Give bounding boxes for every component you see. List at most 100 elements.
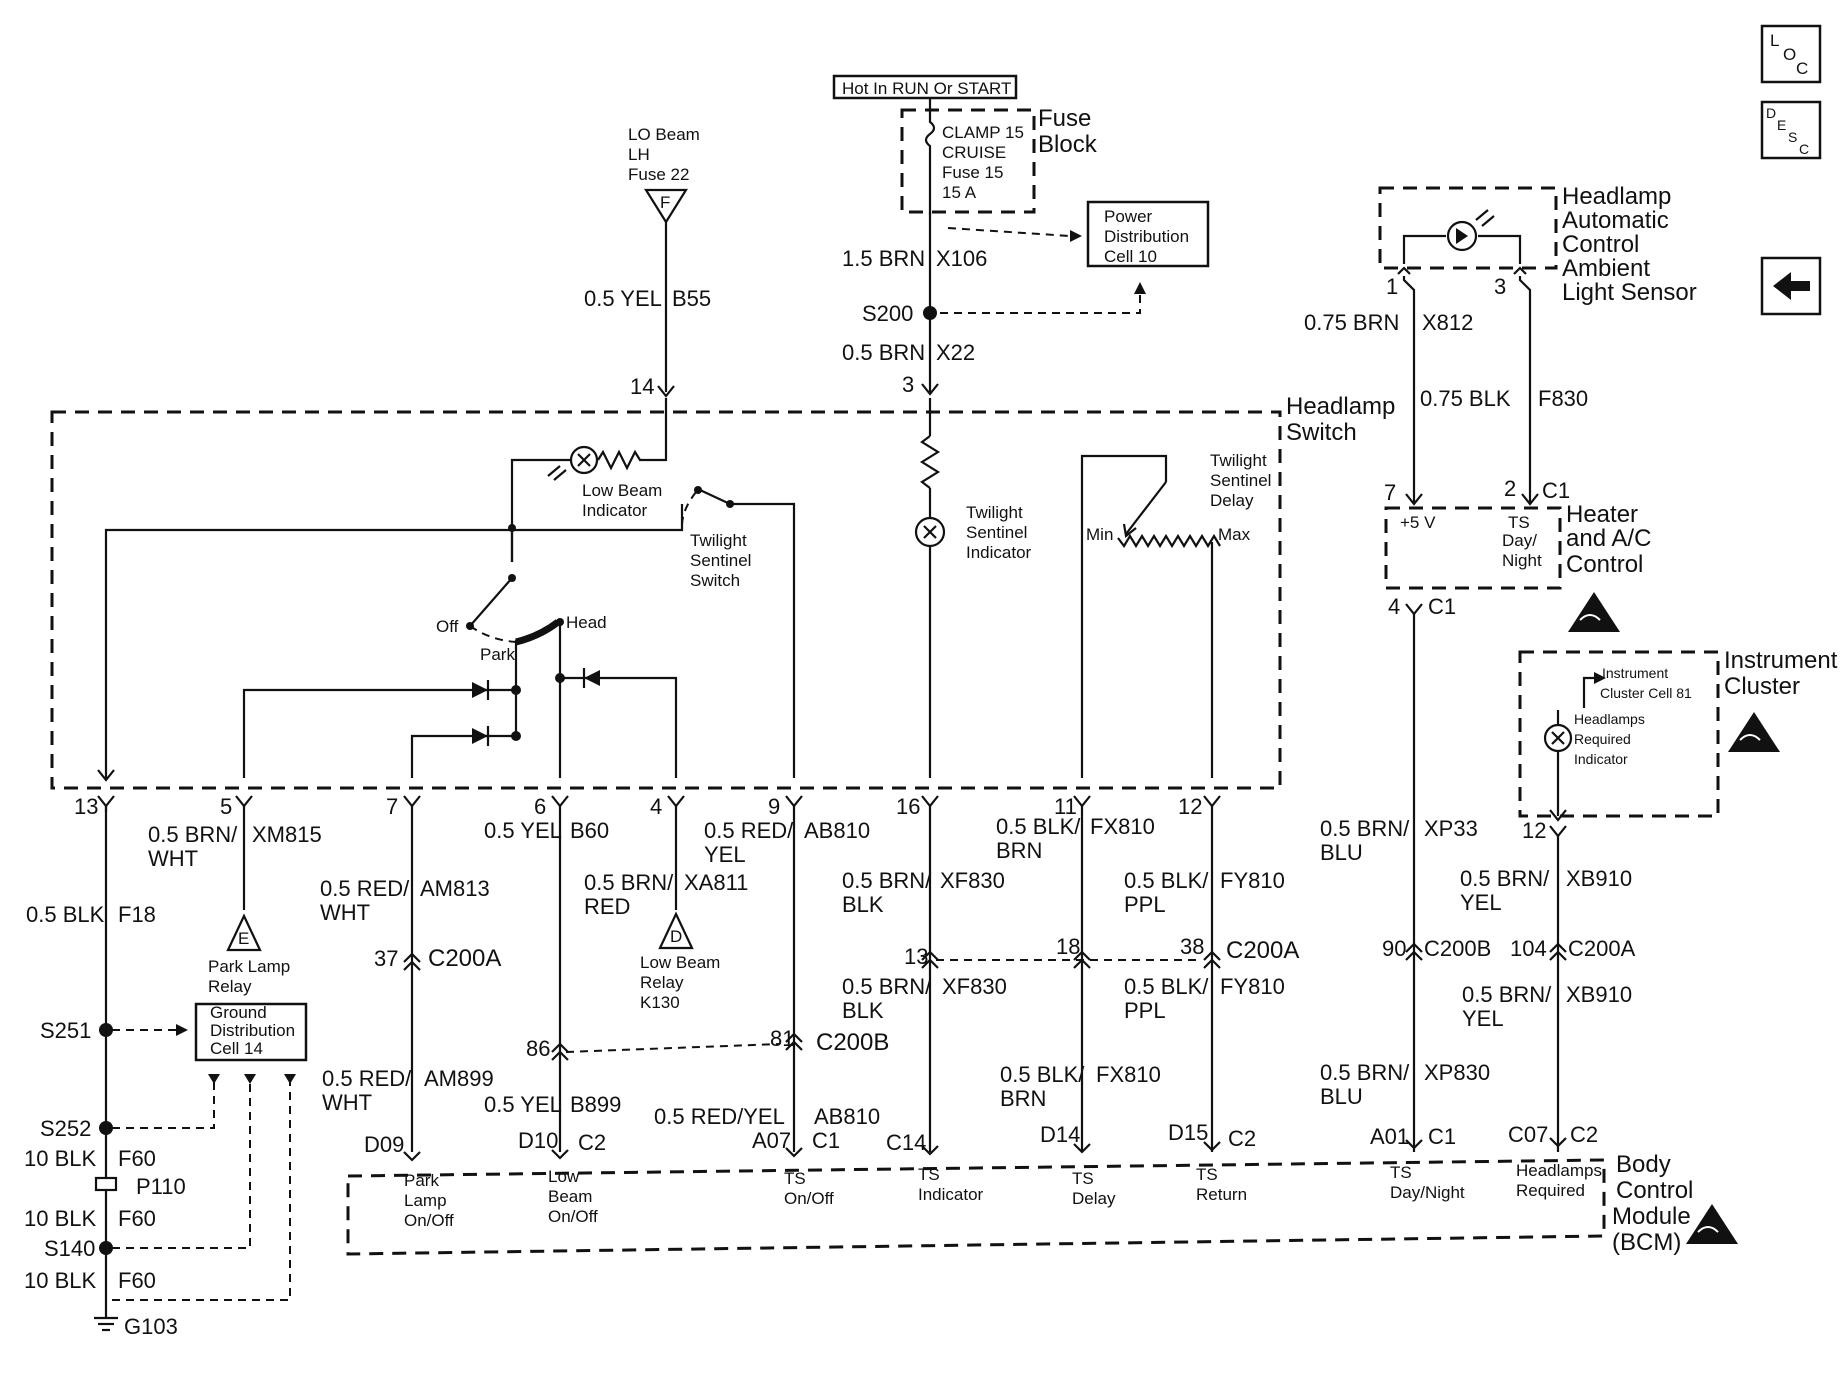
svg-text:BLK: BLK — [842, 892, 884, 917]
svg-text:TS: TS — [1072, 1169, 1094, 1188]
headlamp-switch-title: Headlamp — [1286, 393, 1395, 420]
svg-text:86: 86 — [526, 1036, 550, 1061]
svg-text:0.5 RED/: 0.5 RED/ — [320, 876, 410, 901]
svg-text:Relay: Relay — [208, 977, 252, 996]
svg-text:1.5 BRN: 1.5 BRN — [842, 246, 925, 271]
svg-text:F830: F830 — [1538, 386, 1588, 411]
svg-text:L: L — [1770, 31, 1779, 50]
svg-text:1: 1 — [1386, 274, 1398, 299]
svg-text:C: C — [1796, 59, 1808, 78]
svg-text:CRUISE: CRUISE — [942, 143, 1006, 162]
svg-text:15 A: 15 A — [942, 183, 977, 202]
svg-text:Cell 10: Cell 10 — [1104, 247, 1157, 266]
svg-text:YEL: YEL — [1460, 890, 1502, 915]
svg-text:AB810: AB810 — [814, 1104, 880, 1129]
svg-text:Delay: Delay — [1072, 1189, 1116, 1208]
svg-text:Indicator: Indicator — [966, 543, 1032, 562]
hot-label: Hot In RUN Or START — [842, 79, 1011, 98]
svg-text:S: S — [1788, 129, 1797, 145]
svg-text:C2: C2 — [1570, 1122, 1598, 1147]
svg-text:Switch: Switch — [1286, 419, 1357, 446]
bcm-box — [346, 1158, 1606, 1256]
svg-text:XF830: XF830 — [942, 974, 1007, 999]
svg-text:Twilight: Twilight — [966, 503, 1023, 522]
svg-text:Switch: Switch — [690, 571, 740, 590]
svg-text:LH: LH — [628, 145, 650, 164]
svg-text:X22: X22 — [936, 340, 975, 365]
svg-text:Power: Power — [1104, 207, 1153, 226]
svg-text:S251: S251 — [40, 1018, 91, 1043]
svg-text:0.5 YEL: 0.5 YEL — [584, 286, 662, 311]
fuse-symbol — [924, 110, 936, 215]
svg-text:Module: Module — [1612, 1203, 1691, 1230]
svg-text:6: 6 — [534, 794, 546, 819]
svg-text:RED: RED — [584, 894, 630, 919]
svg-text:Park Lamp: Park Lamp — [208, 957, 290, 976]
svg-text:F60: F60 — [118, 1206, 156, 1231]
svg-text:Sentinel: Sentinel — [690, 551, 751, 570]
svg-text:0.5 RED/: 0.5 RED/ — [322, 1066, 412, 1091]
svg-text:Sentinel: Sentinel — [1210, 471, 1271, 490]
desc-icon[interactable]: D E S C — [1760, 100, 1822, 160]
light-sensor-box — [1378, 186, 1558, 270]
back-arrow-icon[interactable] — [1760, 256, 1822, 316]
svg-text:Instrument: Instrument — [1602, 665, 1668, 681]
svg-text:On/Off: On/Off — [784, 1189, 834, 1208]
svg-text:Instrument: Instrument — [1724, 647, 1838, 674]
svg-text:Cluster Cell 81: Cluster Cell 81 — [1600, 685, 1692, 701]
svg-text:(BCM): (BCM) — [1612, 1229, 1681, 1256]
svg-text:D14: D14 — [1040, 1122, 1080, 1147]
svg-text:Low Beam: Low Beam — [640, 953, 720, 972]
svg-text:O: O — [1783, 45, 1796, 64]
svg-text:D09: D09 — [364, 1132, 404, 1157]
svg-text:C1: C1 — [812, 1128, 840, 1153]
svg-text:D: D — [670, 927, 682, 946]
svg-text:BRN: BRN — [996, 838, 1042, 863]
svg-text:Indicator: Indicator — [582, 501, 648, 520]
svg-text:Control: Control — [1562, 231, 1639, 258]
esd-warning-icon — [1728, 712, 1780, 752]
svg-text:0.75 BRN: 0.75 BRN — [1304, 310, 1399, 335]
svg-text:90: 90 — [1382, 936, 1406, 961]
svg-text:Fuse: Fuse — [1038, 105, 1091, 132]
svg-text:0.5 BRN: 0.5 BRN — [842, 340, 925, 365]
svg-text:BLK: BLK — [842, 998, 884, 1023]
svg-text:C1: C1 — [1428, 594, 1456, 619]
svg-text:Headlamps: Headlamps — [1574, 711, 1645, 727]
svg-text:Max: Max — [1218, 525, 1251, 544]
svg-text:C07: C07 — [1508, 1122, 1548, 1147]
svg-text:0.5 BLK/: 0.5 BLK/ — [1124, 868, 1209, 893]
svg-text:Relay: Relay — [640, 973, 684, 992]
svg-text:XB910: XB910 — [1566, 982, 1632, 1007]
svg-text:B55: B55 — [672, 286, 711, 311]
svg-text:11: 11 — [1054, 794, 1077, 819]
svg-text:CLAMP 15: CLAMP 15 — [942, 123, 1024, 142]
svg-text:D10: D10 — [518, 1128, 558, 1153]
svg-text:104: 104 — [1510, 936, 1547, 961]
svg-text:Low Beam: Low Beam — [582, 481, 662, 500]
svg-text:X106: X106 — [936, 246, 987, 271]
svg-text:0.5 BRN/: 0.5 BRN/ — [1460, 866, 1550, 891]
loc-icon[interactable]: L O C — [1760, 24, 1822, 84]
svg-text:AM813: AM813 — [420, 876, 490, 901]
svg-text:7: 7 — [1384, 480, 1396, 505]
svg-text:B60: B60 — [570, 818, 609, 843]
svg-text:0.5 RED/YEL: 0.5 RED/YEL — [654, 1104, 785, 1129]
svg-text:Park: Park — [404, 1171, 439, 1190]
svg-text:10 BLK: 10 BLK — [24, 1146, 96, 1171]
svg-text:Headlamps: Headlamps — [1516, 1161, 1602, 1180]
svg-text:B899: B899 — [570, 1092, 621, 1117]
svg-text:E: E — [238, 929, 249, 948]
svg-text:Body: Body — [1616, 1151, 1671, 1178]
svg-text:Park: Park — [480, 645, 515, 664]
svg-text:AB810: AB810 — [804, 818, 870, 843]
svg-text:38: 38 — [1180, 934, 1204, 959]
svg-text:+5 V: +5 V — [1400, 513, 1436, 532]
svg-text:37: 37 — [374, 946, 398, 971]
lo-beam-fuse-ref: LO Beam LH Fuse 22 F — [628, 125, 700, 225]
hvac-control-box — [1384, 506, 1562, 590]
svg-text:4: 4 — [650, 794, 662, 819]
svg-text:C: C — [1799, 141, 1809, 157]
